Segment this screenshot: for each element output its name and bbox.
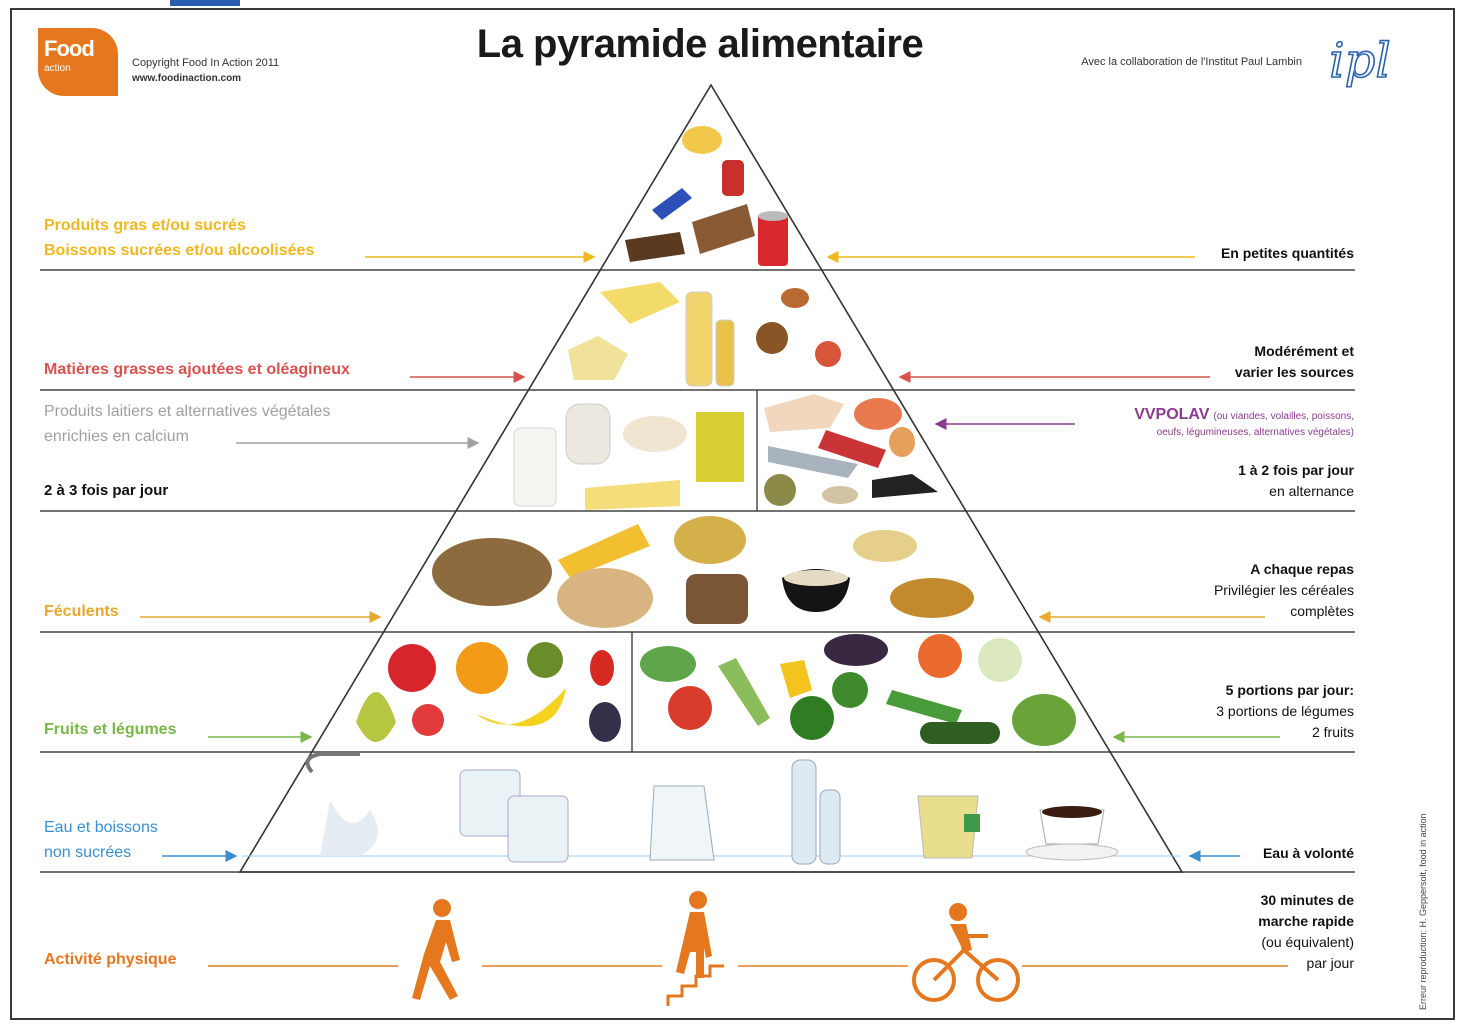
starches-illustration [432,516,974,628]
advice-starches: A chaque repas Privilégier les céréales … [1213,561,1354,619]
label-fruits-vegetables: Fruits et légumes [44,721,177,738]
advice-fats-sugars: En petites quantités [1220,245,1354,261]
ipl-logo: ipl [1328,32,1391,90]
water-drinks-illustration [305,752,1119,865]
copyright-text: Copyright Food In Action 2011 [132,57,280,69]
copyright-block: Copyright Food In Action 2011 www.foodin… [132,56,279,86]
walking-person-icon [412,899,460,1000]
sweets-illustration [625,126,788,266]
vertical-credit-note: Erreur reproduction: H. Geppersolt, food… [1418,813,1428,1010]
advice-water: Eau à volonté [1262,845,1354,861]
page-title: La pyramide alimentaire [476,22,924,66]
blue-corner-accent [170,0,240,6]
advice-protein: 1 à 2 fois par jour en alternance [1238,462,1354,499]
protein-illustration [764,394,938,506]
vegetables-illustration [640,634,1076,746]
logo-subtext: action [44,63,71,74]
label-starches: Féculents [44,603,119,620]
label-fats-sugars: Produits gras et/ou sucrés Boissons sucr… [44,217,315,259]
collaboration-text: Avec la collaboration de l'Institut Paul… [1081,56,1302,68]
advice-added-fats: Modérément et varier les sources [1234,343,1354,380]
website-link[interactable]: www.foodinaction.com [132,73,242,84]
vvpolav-note-2: oeufs, légumineuses, alternatives végéta… [1156,427,1354,438]
logo-text: Food [44,36,95,61]
protein-group-label: VVPOLAV (ou viandes, volailles, poissons… [1134,406,1354,441]
vvpolav-note-1: (ou viandes, volailles, poissons, [1213,411,1354,422]
label-water: Eau et boissons non sucrées [44,819,158,861]
cyclist-icon [912,903,1020,1002]
fruits-illustration [356,642,621,742]
vvpolav-title: VVPOLAV [1134,406,1210,423]
label-physical-activity: Activité physique [44,951,177,968]
stairs-climber-icon [666,891,724,1006]
pyramid-outline [238,83,1184,873]
food-in-action-logo: Food action [38,28,118,96]
dairy-illustration [513,403,744,510]
dairy-frequency: 2 à 3 fois par jour [44,482,169,499]
fats-illustration [568,282,841,387]
advice-fruits-vegetables: 5 portions par jour: 3 portions de légum… [1216,682,1354,740]
label-added-fats: Matières grasses ajoutées et oléagineux [44,361,350,378]
advice-physical-activity: 30 minutes de marche rapide (ou équivale… [1258,892,1354,971]
label-dairy: Produits laitiers et alternatives végéta… [44,403,331,445]
